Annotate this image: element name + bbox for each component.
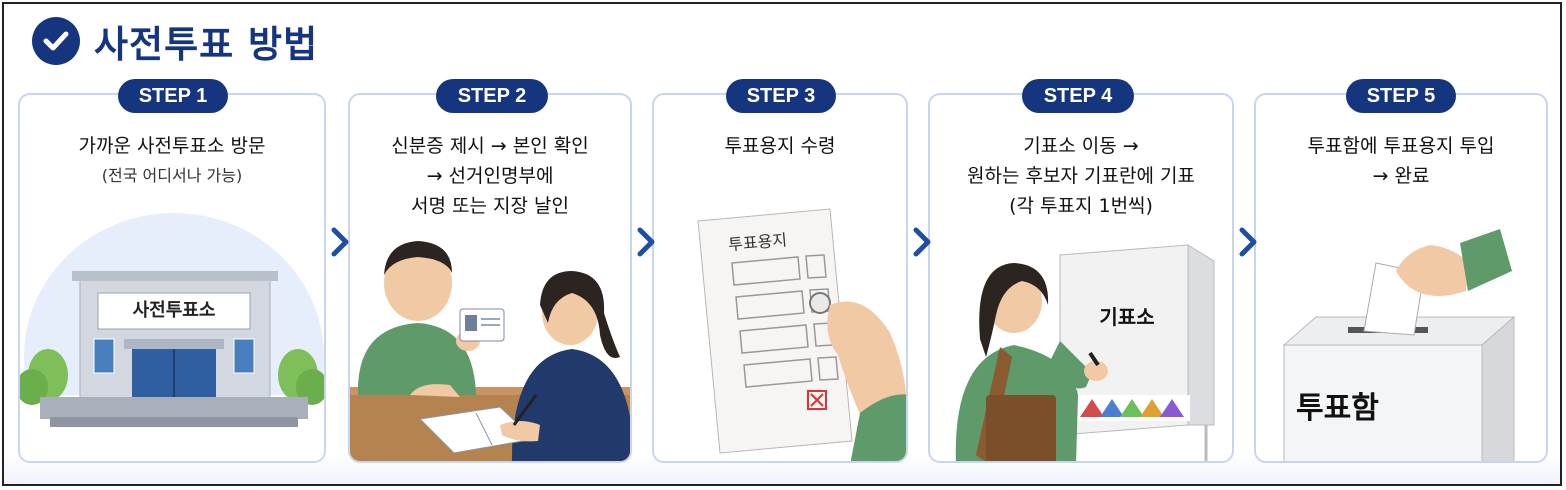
step-badge: STEP 1 xyxy=(118,79,228,113)
ballot-paper-illustration xyxy=(697,208,906,461)
station-sign: 사전투표소 xyxy=(132,300,216,321)
step-text-line: (각 투표지 1번씩) xyxy=(1009,195,1153,217)
chevron-right-icon xyxy=(331,227,349,257)
step-text-line: → 완료 xyxy=(1372,165,1430,187)
step-card-1: 가까운 사전투표소 방문 (전국 어디서나 가능) 사전투표소 xyxy=(18,93,326,463)
polling-station-illustration xyxy=(20,213,324,461)
step-card-3: 투표용지 수령 투표용지 xyxy=(652,93,908,463)
step-badge: STEP 2 xyxy=(436,79,548,113)
step-card-4: 기표소 이동 → 원하는 후보자 기표란에 기표 (각 투표지 1번씩) 기표소 xyxy=(928,93,1234,463)
step-text-line: 투표용지 수령 xyxy=(724,135,836,157)
checkmark-icon xyxy=(32,17,80,65)
step-text-line: 서명 또는 지장 날인 xyxy=(411,195,569,217)
step-badge: STEP 4 xyxy=(1022,79,1134,113)
step-description: 가까운 사전투표소 방문 (전국 어디서나 가능) xyxy=(20,131,324,191)
step-card-2: 신분증 제시 → 본인 확인 → 선거인명부에 서명 또는 지장 날인 xyxy=(348,93,632,463)
step-subtext: (전국 어디서나 가능) xyxy=(101,166,243,185)
step-description: 투표용지 수령 xyxy=(654,131,906,161)
step-badge: STEP 5 xyxy=(1346,79,1456,113)
voting-booth-illustration xyxy=(955,244,1215,461)
step-description: 기표소 이동 → 원하는 후보자 기표란에 기표 (각 투표지 1번씩) xyxy=(930,131,1232,221)
step-text-line: 가까운 사전투표소 방문 xyxy=(78,135,266,157)
step-description: 투표함에 투표용지 투입 → 완료 xyxy=(1256,131,1546,191)
ballot-box-label: 투표함 xyxy=(1296,391,1379,426)
chevron-right-icon xyxy=(637,227,655,257)
step-text-line: → 선거인명부에 xyxy=(426,165,554,187)
step-text-line: 기표소 이동 → xyxy=(1023,135,1139,157)
step-description: 신분증 제시 → 본인 확인 → 선거인명부에 서명 또는 지장 날인 xyxy=(350,131,630,221)
chevron-right-icon xyxy=(1239,227,1257,257)
ballot-box-illustration xyxy=(1282,229,1516,461)
id-verification-illustration xyxy=(350,241,630,461)
step-badge: STEP 3 xyxy=(726,79,836,113)
step-text-line: 원하는 후보자 기표란에 기표 xyxy=(967,165,1195,187)
step-text-line: 투표함에 투표용지 투입 xyxy=(1307,135,1495,157)
header: 사전투표 방법 xyxy=(32,16,318,66)
booth-label: 기표소 xyxy=(1099,305,1155,329)
step-text-line: 신분증 제시 → 본인 확인 xyxy=(391,135,589,157)
page-title: 사전투표 방법 xyxy=(94,23,319,66)
step-card-5: 투표함에 투표용지 투입 → 완료 투표함 xyxy=(1254,93,1548,463)
chevron-right-icon xyxy=(913,227,931,257)
